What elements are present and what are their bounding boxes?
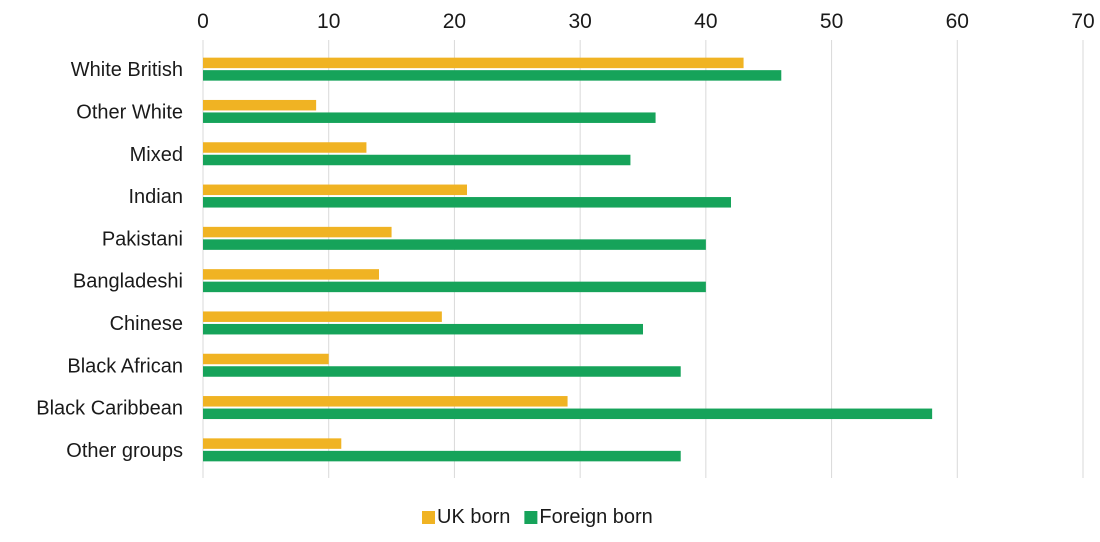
x-tick-label: 30 (568, 10, 591, 33)
bar-foreign-born (203, 366, 681, 377)
legend-swatch-uk-born (422, 511, 435, 524)
bars (203, 57, 933, 462)
x-tick-label: 10 (317, 10, 340, 33)
category-label: Mixed (130, 144, 183, 166)
bar-uk-born (203, 269, 379, 280)
category-label: Bangladeshi (73, 271, 183, 293)
bar-foreign-born (203, 323, 643, 335)
category-label: Pakistani (102, 228, 183, 250)
bar-uk-born (203, 438, 342, 449)
legend-swatch-foreign-born (524, 511, 538, 524)
category-label: Indian (129, 186, 184, 208)
x-tick-label: 40 (694, 10, 717, 33)
x-axis-ticks: 0 10 20 30 40 50 60 70 (197, 10, 1095, 33)
category-label: Other White (76, 101, 183, 123)
x-tick-label: 20 (443, 10, 466, 33)
x-tick-label: 50 (820, 10, 843, 33)
category-label: Other groups (66, 440, 183, 462)
category-label: Black Caribbean (36, 398, 183, 420)
bar-foreign-born (203, 239, 706, 250)
legend-label: Foreign born (539, 506, 652, 528)
bar-uk-born (203, 99, 317, 111)
x-tick-label: 70 (1071, 10, 1094, 33)
bar-foreign-born (203, 197, 731, 208)
category-label: White British (71, 59, 183, 81)
bar-foreign-born (203, 408, 933, 420)
legend: UK born Foreign born (422, 506, 653, 528)
category-label: Chinese (110, 313, 183, 335)
bar-uk-born (203, 184, 467, 196)
legend-label: UK born (437, 506, 510, 528)
bar-foreign-born (203, 154, 631, 166)
bar-uk-born (203, 311, 442, 322)
category-label: Black African (67, 355, 183, 377)
bar-foreign-born (203, 281, 706, 293)
bar-uk-born (203, 226, 392, 238)
bar-uk-born (203, 142, 367, 153)
bar-uk-born (203, 353, 329, 365)
bar-uk-born (203, 57, 744, 69)
bar-foreign-born (203, 112, 656, 123)
bar-foreign-born (203, 70, 782, 81)
bar-foreign-born (203, 450, 681, 462)
x-tick-label: 60 (946, 10, 969, 33)
bar-uk-born (203, 396, 568, 407)
x-tick-label: 0 (197, 10, 209, 33)
